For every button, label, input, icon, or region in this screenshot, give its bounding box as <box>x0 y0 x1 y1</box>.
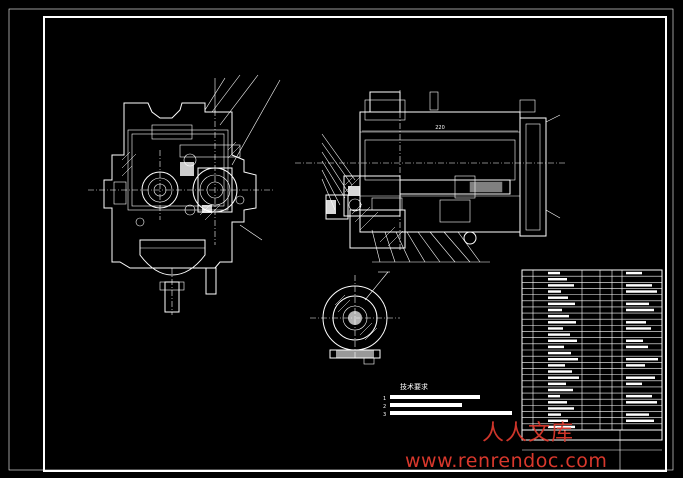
parts-list-cell-text <box>548 407 574 410</box>
parts-list-cell-text <box>548 321 576 324</box>
tech-req-number-2: 2 <box>383 404 386 410</box>
parts-list-cell-text <box>626 358 658 361</box>
dimension-label: 220 <box>435 125 445 131</box>
parts-list-cell-text <box>626 308 654 312</box>
parts-list-cell-text <box>626 345 648 349</box>
tech-req-number-1: 1 <box>383 396 386 402</box>
watermark-chinese: 人人文库 <box>482 421 575 446</box>
technical-requirements: 技术要求 1 2 3 <box>383 382 512 418</box>
parts-list-rows <box>522 271 662 429</box>
parts-list-cell-text <box>548 364 565 367</box>
parts-list-cell-text <box>626 401 657 404</box>
parts-list-cell-text <box>548 333 570 336</box>
watermark-url: www.renrendoc.com <box>405 450 608 472</box>
parts-list-cell-text <box>548 351 571 355</box>
parts-list-cell-text <box>626 271 642 275</box>
parts-list-cell-text <box>626 394 652 398</box>
parts-list-cell-text <box>548 308 562 312</box>
parts-list-cell-text <box>626 413 649 416</box>
parts-list-cell-text <box>626 284 652 287</box>
parts-list-cell-text <box>626 419 654 422</box>
parts-list-cell-text <box>548 302 575 306</box>
parts-list-cell-text <box>626 339 643 342</box>
parts-list-cell-text <box>548 394 560 398</box>
parts-list-cell-text <box>548 327 563 330</box>
parts-list-cell-text <box>548 290 561 293</box>
parts-list-cell-text <box>548 388 573 392</box>
section-view <box>310 271 400 365</box>
parts-list-cell-text <box>548 271 560 275</box>
sheet-outer-border <box>8 8 674 471</box>
parts-list-cell-text <box>548 413 561 416</box>
parts-list-cell-text <box>626 290 657 293</box>
parts-list-cell-text <box>626 327 651 330</box>
parts-list-cell-text <box>548 358 578 361</box>
parts-list-cell-text <box>548 314 569 318</box>
parts-list-cell-text <box>548 339 577 342</box>
tech-req-title: 技术要求 <box>400 382 428 391</box>
tech-req-number-3: 3 <box>383 412 386 418</box>
parts-list-cell-text <box>548 376 579 379</box>
parts-list-cell-text <box>548 284 574 287</box>
parts-list-cell-text <box>548 296 568 299</box>
side-view: 220 <box>295 90 565 263</box>
parts-list-cell-text <box>626 302 649 306</box>
parts-list-cell-text <box>548 419 568 422</box>
parts-list-cell-text <box>548 425 575 429</box>
parts-list-cell-text <box>548 382 566 386</box>
parts-list-cell-text <box>548 401 567 404</box>
parts-list-cell-text <box>626 364 645 367</box>
parts-list-cell-text <box>548 278 567 281</box>
parts-list-cell-text <box>626 376 655 379</box>
parts-list-cell-text <box>548 370 572 373</box>
parts-list-cell-text <box>626 321 646 324</box>
parts-list-cell-text <box>548 345 564 349</box>
parts-list-cell-text <box>626 382 642 386</box>
sheet-inner-border <box>43 16 667 472</box>
front-view <box>88 74 281 315</box>
